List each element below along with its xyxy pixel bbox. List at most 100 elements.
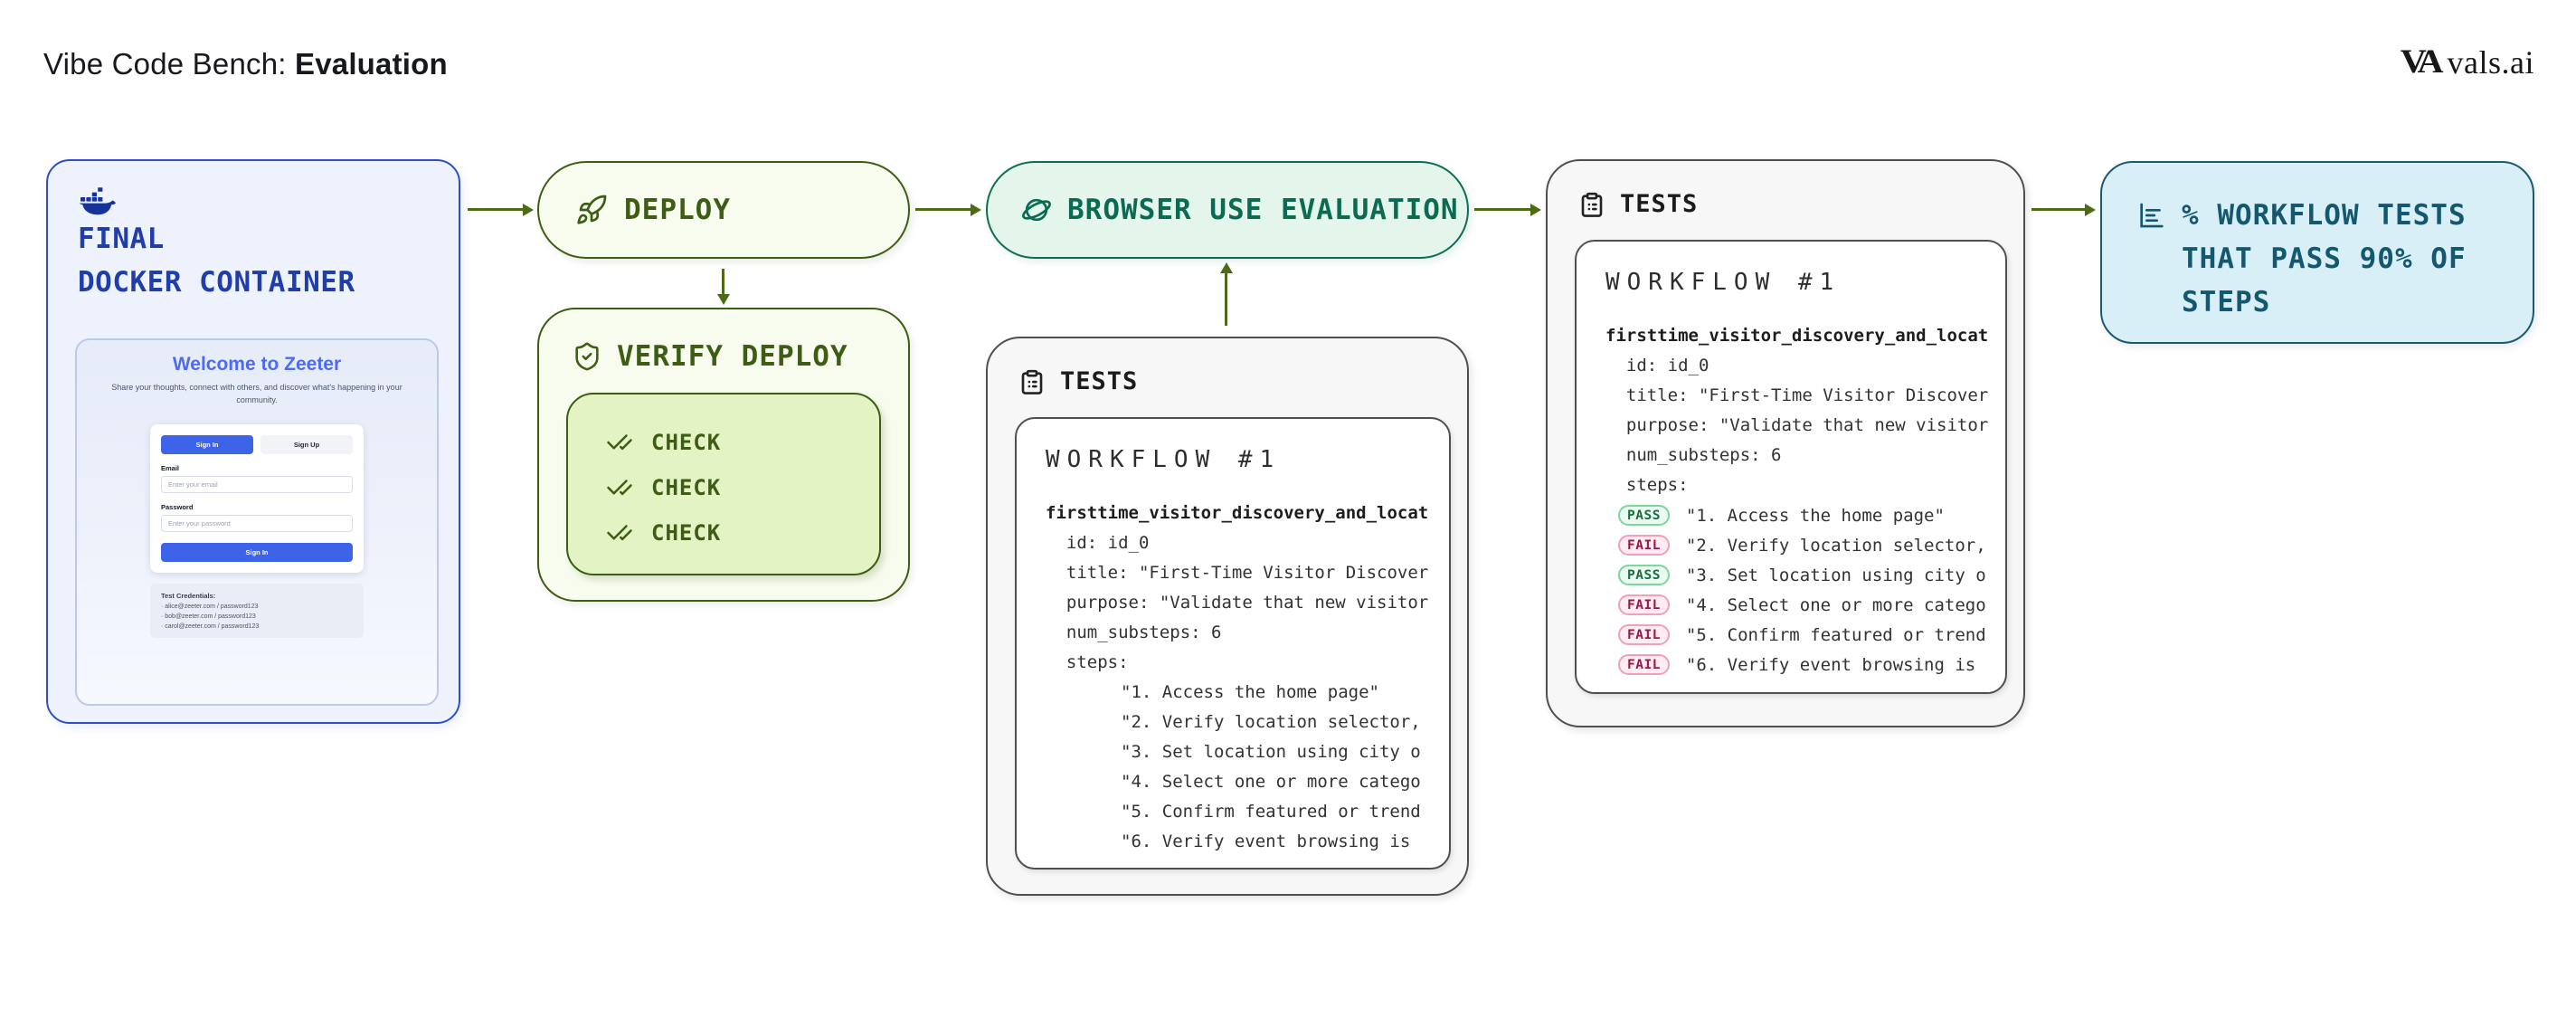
email-label: Email — [161, 464, 180, 472]
workflow-steps: "1. Access the home page" "2. Verify loc… — [1046, 678, 1449, 857]
deploy-label: DEPLOY — [624, 194, 731, 226]
result-step-row: PASS "1. Access the home page" — [1605, 500, 2005, 530]
fail-badge: FAIL — [1618, 594, 1670, 615]
workflow-title: WORKFLOW #1 — [1046, 446, 1282, 473]
zeeter-app-screenshot: Welcome to Zeeter Share your thoughts, c… — [75, 338, 439, 706]
password-label: Password — [161, 503, 194, 511]
password-field — [161, 515, 353, 532]
workflow-card: WORKFLOW #1 firsttime_visitor_discovery_… — [1015, 417, 1451, 870]
shield-check-icon — [575, 342, 599, 371]
workflow-field: title: "First-Time Visitor Discover — [1046, 563, 1429, 583]
workflow-step: "6. Verify event browsing is — [1121, 832, 1411, 851]
workflow-field: num_substeps: 6 — [1605, 445, 1782, 465]
check-row: CHECK — [606, 465, 879, 510]
vals-logo: VA vals.ai — [2401, 40, 2534, 82]
arrow-tests-to-browser-eval — [1225, 271, 1227, 326]
zeeter-auth-card: Sign In Sign Up Email Password Sign In — [150, 424, 364, 573]
workflow-card: WORKFLOW #1 firsttime_visitor_discovery_… — [1575, 240, 2007, 694]
workflow-name: firsttime_visitor_discovery_and_locat — [1605, 326, 1989, 346]
sign-in-button: Sign In — [161, 543, 353, 562]
fail-badge: FAIL — [1618, 624, 1670, 645]
page-title: Vibe Code Bench: Evaluation — [43, 47, 448, 81]
zeeter-title: Welcome to Zeeter — [172, 354, 342, 375]
page-title-prefix: Vibe Code Bench: — [43, 47, 295, 81]
browser-use-evaluation-node: BROWSER USE EVALUATION — [986, 161, 1469, 259]
workflow-name: firsttime_visitor_discovery_and_locat — [1046, 503, 1429, 523]
zeeter-subtitle: Share your thoughts, connect with others… — [111, 383, 402, 404]
workflow-field: id: id_0 — [1605, 356, 1709, 375]
tests-label: TESTS — [1620, 190, 1699, 218]
tab-sign-up: Sign Up — [260, 435, 353, 454]
arrow-docker-to-deploy — [468, 208, 524, 211]
browser-use-orbit-icon — [1022, 198, 1051, 222]
pass-badge: PASS — [1618, 505, 1670, 526]
clipboard-icon — [1021, 369, 1043, 394]
workflow-step: "3. Set location using city o — [1685, 565, 1986, 585]
browser-use-evaluation-label: BROWSER USE EVALUATION — [1067, 194, 1459, 226]
workflow-step: "1. Access the home page" — [1121, 682, 1379, 702]
test-credentials-title: Test Credentials: — [161, 592, 216, 600]
deploy-node: DEPLOY — [537, 161, 910, 259]
workflow-pass-rate-node: % WORKFLOW TESTS THAT PASS 90% OF STEPS — [2100, 161, 2534, 344]
tests-input-node: TESTS WORKFLOW #1 firsttime_visitor_disc… — [986, 337, 1469, 896]
email-field — [161, 476, 353, 493]
workflow-step: "4. Select one or more catego — [1685, 594, 1986, 615]
workflow-step: "2. Verify location selector, — [1685, 535, 1986, 556]
tab-sign-in: Sign In — [161, 435, 253, 454]
docker-box-title: FINAL DOCKER CONTAINER — [78, 217, 355, 304]
check-row: CHECK — [606, 420, 879, 465]
verify-checks-panel: CHECK CHECK CHECK — [566, 393, 881, 575]
pass-badge: PASS — [1618, 565, 1670, 585]
workflow-field: title: "First-Time Visitor Discover — [1605, 385, 1989, 405]
bar-chart-icon — [2140, 203, 2164, 228]
double-check-icon — [607, 480, 632, 496]
result-step-row: PASS "3. Set location using city o — [1605, 560, 2005, 590]
double-check-icon — [607, 434, 632, 451]
workflow-step: "5. Confirm featured or trend — [1685, 624, 1986, 645]
arrow-tests-to-result — [2031, 208, 2086, 211]
clipboard-icon — [1581, 192, 1603, 217]
docker-title-line1: FINAL — [78, 223, 165, 255]
credential-item: · alice@zeeter.com / password123 — [161, 604, 259, 610]
workflow-step: "1. Access the home page" — [1685, 505, 1945, 526]
page-title-emphasis: Evaluation — [295, 47, 448, 81]
test-credentials-panel: Test Credentials: · alice@zeeter.com / p… — [150, 584, 364, 638]
check-label: CHECK — [651, 520, 722, 546]
workflow-field: purpose: "Validate that new visitor — [1605, 415, 1989, 435]
workflow-step: "6. Verify event browsing is — [1685, 654, 1976, 675]
verify-deploy-node: VERIFY DEPLOY CHECK CHECK CHECK — [537, 308, 910, 602]
credential-item: · bob@zeeter.com / password123 — [161, 613, 256, 620]
vals-monogram-icon: VA — [2400, 42, 2444, 81]
verify-deploy-label: VERIFY DEPLOY — [617, 340, 848, 373]
tests-results-node: TESTS WORKFLOW #1 firsttime_visitor_disc… — [1546, 159, 2025, 727]
workflow-field: purpose: "Validate that new visitor — [1046, 593, 1429, 613]
workflow-title: WORKFLOW #1 — [1605, 269, 1842, 296]
rocket-icon — [577, 195, 607, 224]
docker-whale-icon — [79, 187, 116, 215]
check-label: CHECK — [651, 430, 722, 455]
workflow-step: "4. Select one or more catego — [1121, 772, 1421, 792]
arrow-deploy-to-browser-eval — [915, 208, 971, 211]
result-step-row: FAIL "2. Verify location selector, — [1605, 530, 2005, 560]
workflow-step: "3. Set location using city o — [1121, 742, 1421, 762]
workflow-field: id: id_0 — [1046, 533, 1150, 553]
workflow-step: "2. Verify location selector, — [1121, 712, 1421, 732]
fail-badge: FAIL — [1618, 654, 1670, 675]
double-check-icon — [607, 525, 632, 541]
check-row: CHECK — [606, 510, 879, 556]
credential-item: · carol@zeeter.com / password123 — [161, 623, 260, 630]
workflow-step: "5. Confirm featured or trend — [1121, 802, 1421, 822]
zeeter-auth-tabs: Sign In Sign Up — [161, 435, 353, 454]
check-label: CHECK — [651, 475, 722, 500]
arrow-deploy-to-verify — [722, 269, 724, 296]
docker-title-line2: DOCKER CONTAINER — [78, 266, 355, 299]
fail-badge: FAIL — [1618, 535, 1670, 556]
vals-wordmark: vals.ai — [2447, 44, 2534, 81]
tests-label: TESTS — [1060, 367, 1139, 395]
workflow-field: steps: — [1605, 475, 1689, 495]
workflow-field: steps: — [1046, 652, 1129, 672]
result-step-row: FAIL "4. Select one or more catego — [1605, 590, 2005, 620]
workflow-pass-rate-label: % WORKFLOW TESTS THAT PASS 90% OF STEPS — [2182, 199, 2467, 318]
result-step-row: FAIL "5. Confirm featured or trend — [1605, 620, 2005, 650]
